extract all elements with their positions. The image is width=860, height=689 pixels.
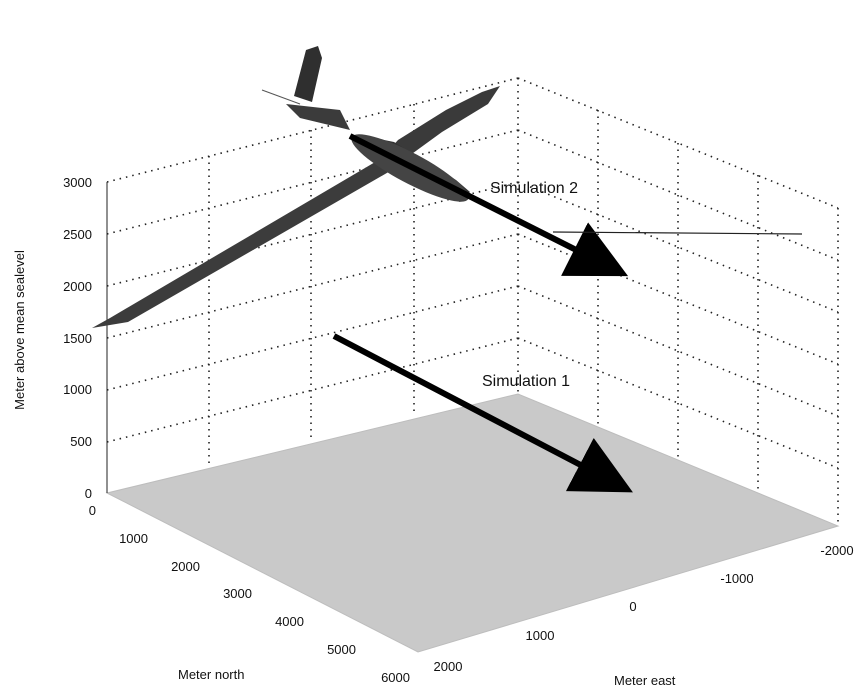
simulation-2-arrow: [348, 133, 629, 277]
z-tick-labels: 0 500 1000 1500 2000 2500 3000: [63, 175, 92, 501]
z-tick-label: 1500: [63, 331, 92, 346]
y-tick-label: 1000: [526, 628, 555, 643]
simulation-1-arrow: [332, 333, 633, 493]
z-tick-label: 0: [85, 486, 92, 501]
x-tick-label: 1000: [119, 531, 148, 546]
z-tick-label: 500: [70, 434, 92, 449]
x-tick-labels: 0 1000 2000 3000 4000 5000 6000: [89, 503, 410, 685]
z-tick-label: 1000: [63, 382, 92, 397]
grid-lines: [106, 77, 839, 526]
ground-surface: [105, 393, 840, 653]
x-tick-label: 6000: [381, 670, 410, 685]
y-tick-label: -2000: [820, 543, 853, 558]
simulation-2-label: Simulation 2: [490, 180, 578, 197]
grid-line-left-wall-level: [106, 285, 519, 391]
z-tick-label: 2500: [63, 227, 92, 242]
x-tick-label: 2000: [171, 559, 200, 574]
x-tick-label: 3000: [223, 586, 252, 601]
reference-line: [552, 231, 803, 235]
x-tick-label: 0: [89, 503, 96, 518]
x-tick-label: 4000: [275, 614, 304, 629]
y-tick-labels: 2000 1000 0 -1000 -2000: [434, 543, 854, 674]
aircraft-illustration: [92, 46, 500, 328]
z-tick-label: 2000: [63, 279, 92, 294]
y-tick-label: -1000: [720, 571, 753, 586]
simulation-1-label: Simulation 1: [482, 373, 570, 390]
x-tick-label: 5000: [327, 642, 356, 657]
y-tick-label: 0: [629, 599, 636, 614]
y-axis-label: Meter east: [614, 673, 676, 688]
y-tick-label: 2000: [434, 659, 463, 674]
z-axis-label: Meter above mean sealevel: [12, 250, 27, 410]
x-axis-label: Meter north: [178, 667, 244, 682]
z-tick-label: 3000: [63, 175, 92, 190]
